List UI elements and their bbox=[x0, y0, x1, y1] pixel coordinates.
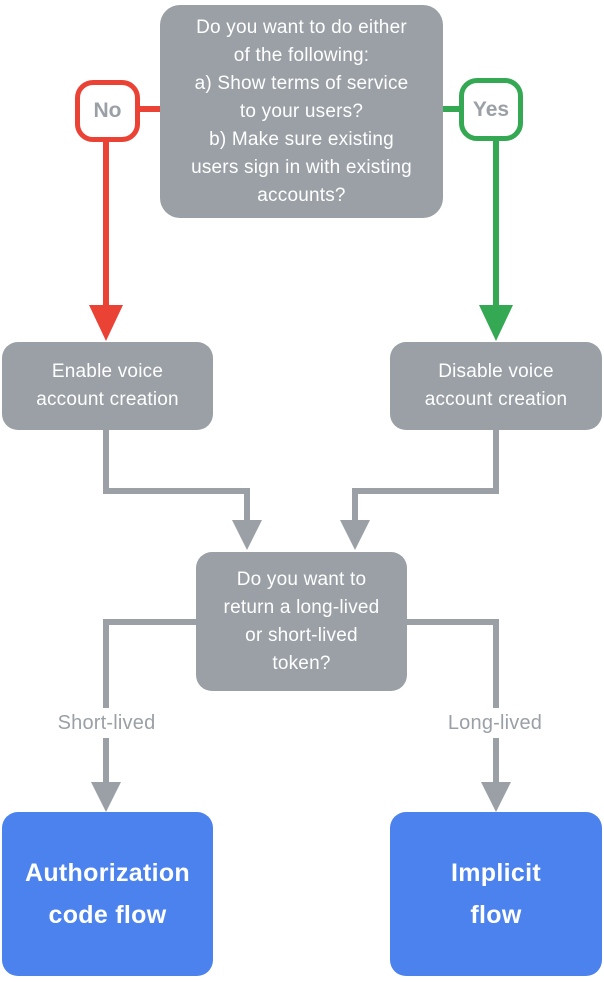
short-lived-label: Short-lived bbox=[21, 708, 192, 738]
connector-disable-inner bbox=[352, 488, 358, 522]
authorization-code-flow-node: Authorization code flow bbox=[2, 812, 213, 976]
connector-no-horizontal bbox=[140, 106, 162, 112]
connector-disable-horizontal bbox=[352, 488, 499, 494]
long-lived-label: Long-lived bbox=[410, 708, 580, 738]
connector-shortlived-horizontal bbox=[106, 619, 196, 625]
connector-longlived-vertical bbox=[493, 619, 499, 782]
connector-yes-horizontal bbox=[441, 106, 463, 112]
question-token-node: Do you want to return a long-lived or sh… bbox=[196, 552, 407, 691]
arrowhead-enable-icon bbox=[232, 520, 262, 550]
connector-yes-vertical bbox=[493, 139, 499, 307]
arrowhead-shortlived-icon bbox=[91, 782, 121, 812]
arrowhead-longlived-icon bbox=[481, 782, 511, 812]
connector-enable-down bbox=[103, 430, 109, 494]
arrowhead-yes-icon bbox=[479, 305, 513, 341]
question-terms-node: Do you want to do either of the followin… bbox=[160, 5, 443, 218]
no-badge: No bbox=[75, 80, 140, 142]
disable-voice-node: Disable voice account creation bbox=[390, 342, 602, 430]
connector-enable-inner bbox=[244, 488, 250, 522]
connector-disable-down bbox=[493, 430, 499, 494]
connector-enable-horizontal bbox=[103, 488, 250, 494]
connector-no-vertical bbox=[103, 140, 109, 307]
connector-longlived-horizontal bbox=[407, 619, 498, 625]
arrowhead-no-icon bbox=[89, 305, 123, 341]
arrowhead-disable-icon bbox=[340, 520, 370, 550]
yes-badge: Yes bbox=[459, 78, 523, 141]
implicit-flow-node: Implicit flow bbox=[390, 812, 602, 976]
connector-shortlived-vertical bbox=[103, 619, 109, 782]
enable-voice-node: Enable voice account creation bbox=[2, 342, 213, 430]
